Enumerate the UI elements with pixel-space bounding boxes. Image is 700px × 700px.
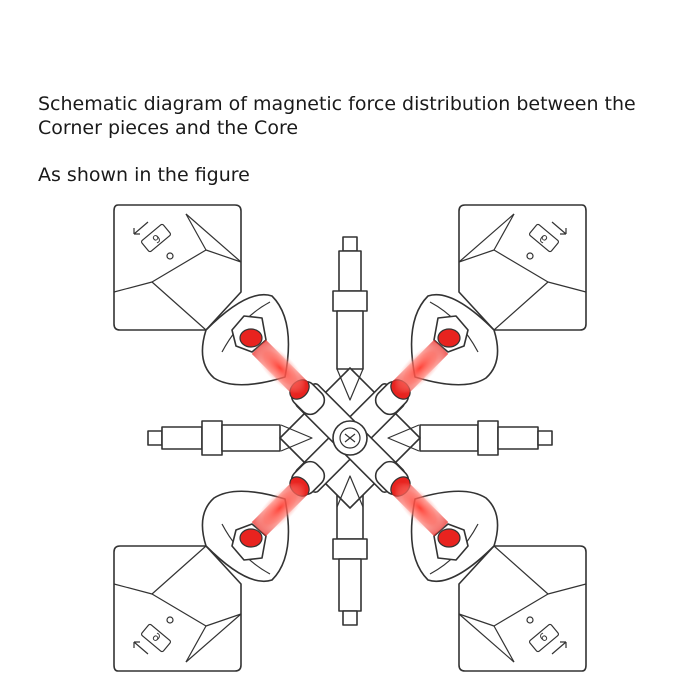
magnetic-force-bottom-right — [391, 479, 449, 537]
diagram-title: Schematic diagram of magnetic force dist… — [38, 93, 636, 139]
magnetic-force-bottom-left — [251, 479, 309, 537]
diagram-subtitle: As shown in the figure — [38, 164, 250, 186]
magnetic-force-top-left — [251, 339, 309, 397]
magnetic-force-top-right — [391, 339, 449, 397]
